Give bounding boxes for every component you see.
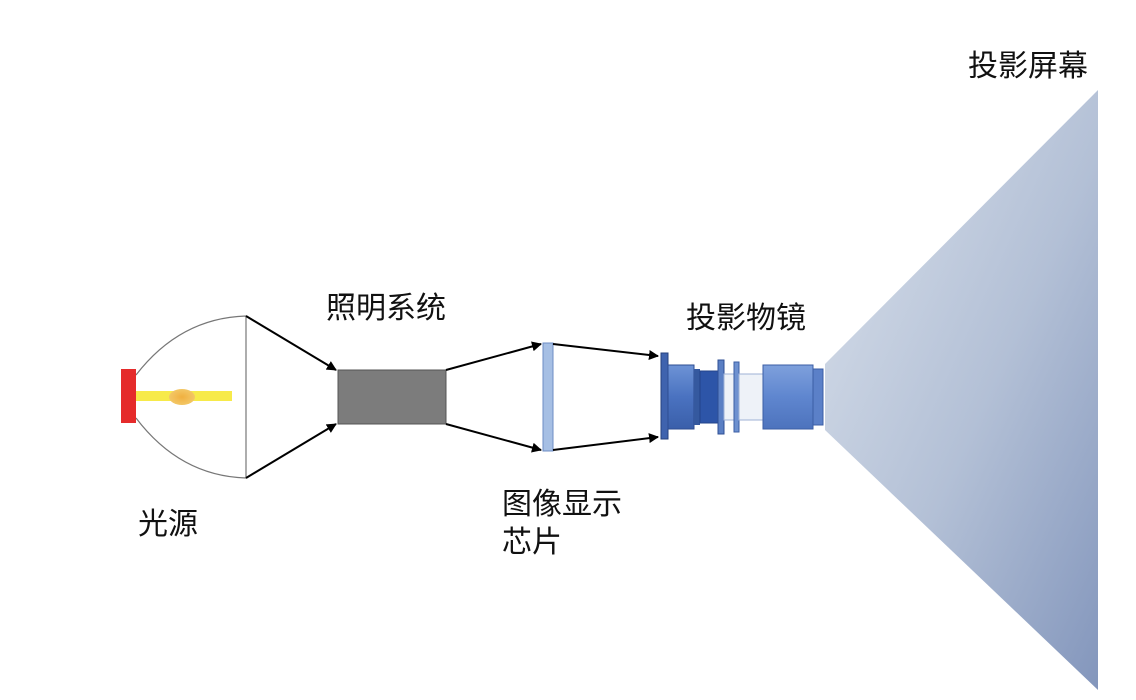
- light-source-label: 光源: [138, 507, 198, 542]
- projection-screen-cone: [825, 90, 1098, 690]
- image-chip-label-line1: 图像显示: [502, 487, 622, 522]
- projection-lens-label: 投影物镜: [686, 301, 806, 336]
- projection-lens: [660, 352, 824, 440]
- arrow-chip-to-lens-top: [552, 343, 659, 360]
- illumination-system-block: [337, 369, 447, 425]
- arrow-illum-to-chip-top: [445, 341, 542, 371]
- image-chip: [542, 342, 554, 452]
- beam-core: [169, 389, 195, 405]
- image-chip-label-line2: 芯片: [502, 524, 562, 560]
- projection-screen-label: 投影屏幕: [968, 49, 1088, 84]
- image-chip-label: 图像显示 芯片: [502, 486, 622, 561]
- lamp-red-block: [121, 369, 136, 423]
- arrow-source-to-illum-bottom: [245, 423, 337, 479]
- arrow-source-to-illum-top: [245, 315, 337, 371]
- reflector-outline: [135, 315, 247, 479]
- arrow-chip-to-lens-bottom: [552, 433, 659, 451]
- arrow-illum-to-chip-bottom: [445, 423, 542, 453]
- illumination-system-label: 照明系统: [326, 291, 446, 326]
